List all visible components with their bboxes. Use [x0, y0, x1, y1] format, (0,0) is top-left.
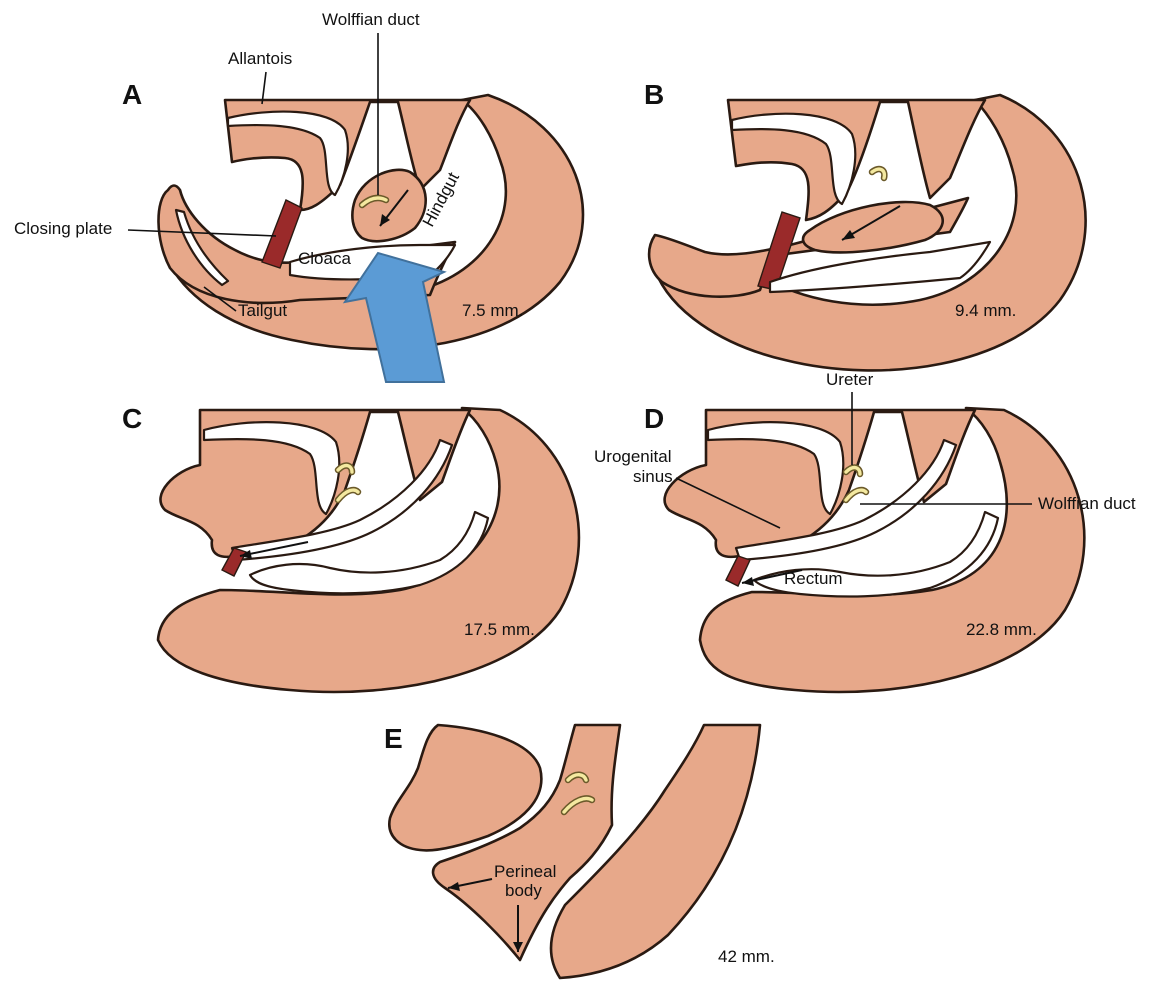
panel-b: B 9.4 mm. [644, 79, 1086, 370]
panel-c-letter: C [122, 403, 142, 434]
panel-a-letter: A [122, 79, 142, 110]
cloaca-label: Cloaca [298, 249, 351, 268]
panel-c: C 17.5 mm. [122, 403, 579, 692]
panel-b-letter: B [644, 79, 664, 110]
allantois-label: Allantois [228, 49, 292, 68]
panel-d-arrowhead [742, 577, 754, 586]
urogenital-sinus-label-line2: sinus [633, 467, 673, 486]
wolffian-duct-label-a: Wolffian duct [322, 10, 420, 29]
closing-plate-label: Closing plate [14, 219, 112, 238]
panel-a-size: 7.5 mm. [462, 301, 523, 320]
panel-c-size: 17.5 mm. [464, 620, 535, 639]
panel-d-letter: D [644, 403, 664, 434]
urogenital-sinus-label-line1: Urogenital [594, 447, 672, 466]
panel-a: A Wolffian duct Allantois Hindgut Closin… [14, 10, 583, 382]
panel-d: D Ureter Urogenital sinus Wolffian duct … [594, 370, 1136, 692]
panel-e-letter: E [384, 723, 403, 754]
wolffian-duct-label-d: Wolffian duct [1038, 494, 1136, 513]
rectum-label: Rectum [784, 569, 843, 588]
panel-e-size: 42 mm. [718, 947, 775, 966]
panel-b-size: 9.4 mm. [955, 301, 1016, 320]
perineal-body-label-line2: body [505, 881, 542, 900]
panel-d-size: 22.8 mm. [966, 620, 1037, 639]
panel-e: E Perineal body 42 mm. [384, 723, 775, 978]
ureter-label: Ureter [826, 370, 874, 389]
tailgut-label: Tailgut [238, 301, 287, 320]
panel-a-closing-plate [262, 200, 302, 268]
perineal-body-label-line1: Perineal [494, 862, 556, 881]
